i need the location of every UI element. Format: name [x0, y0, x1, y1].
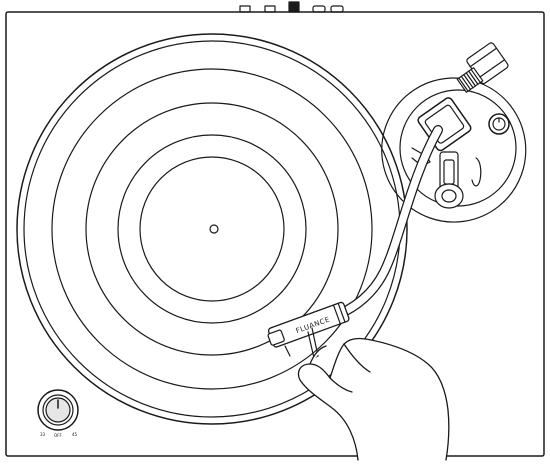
- spindle: [209, 224, 219, 234]
- pivot-post: [434, 151, 464, 209]
- speed-knob-right-label: 45: [72, 432, 78, 437]
- speed-knob-outer: [37, 389, 79, 431]
- record-label: [139, 156, 285, 302]
- platter-outer-edge: [16, 33, 408, 425]
- headshell: FLUANCE: [267, 301, 350, 348]
- speed-knob-cap: [45, 397, 71, 423]
- speed-knob-center-label: OFF: [54, 433, 62, 438]
- rear-switch: [288, 1, 300, 13]
- tonearm-pivot-ring: [399, 89, 517, 207]
- arm-tube-inner: [326, 126, 442, 322]
- hand-finger-line-1: [329, 377, 353, 393]
- tonearm: FLUANCE: [267, 42, 509, 359]
- rear-jack-2: [264, 5, 276, 13]
- rear-jack-3: [312, 5, 326, 13]
- rear-jack-4: [330, 5, 344, 13]
- counterweight-band: [456, 67, 484, 93]
- arm-rest-post: [471, 157, 482, 187]
- rear-connectors: [239, 1, 344, 13]
- speed-knob-left-label: 33: [40, 432, 46, 437]
- record-groove-band: [85, 102, 339, 356]
- stylus: [284, 345, 291, 357]
- tonearm-base-plate: [381, 77, 527, 223]
- hand-finger-line-2: [343, 343, 371, 373]
- speed-knob: 33 OFF 45: [37, 389, 79, 438]
- rear-jack-1: [239, 5, 251, 13]
- hand: [297, 337, 450, 461]
- anti-skate-knob: [488, 113, 510, 135]
- speed-knob-inner: [42, 394, 74, 426]
- hand-thumb: [309, 345, 327, 365]
- record-inner-groove: [117, 134, 307, 324]
- hand-outline: [297, 337, 450, 461]
- record-outer: [51, 68, 373, 390]
- pivot-housing: [417, 97, 472, 152]
